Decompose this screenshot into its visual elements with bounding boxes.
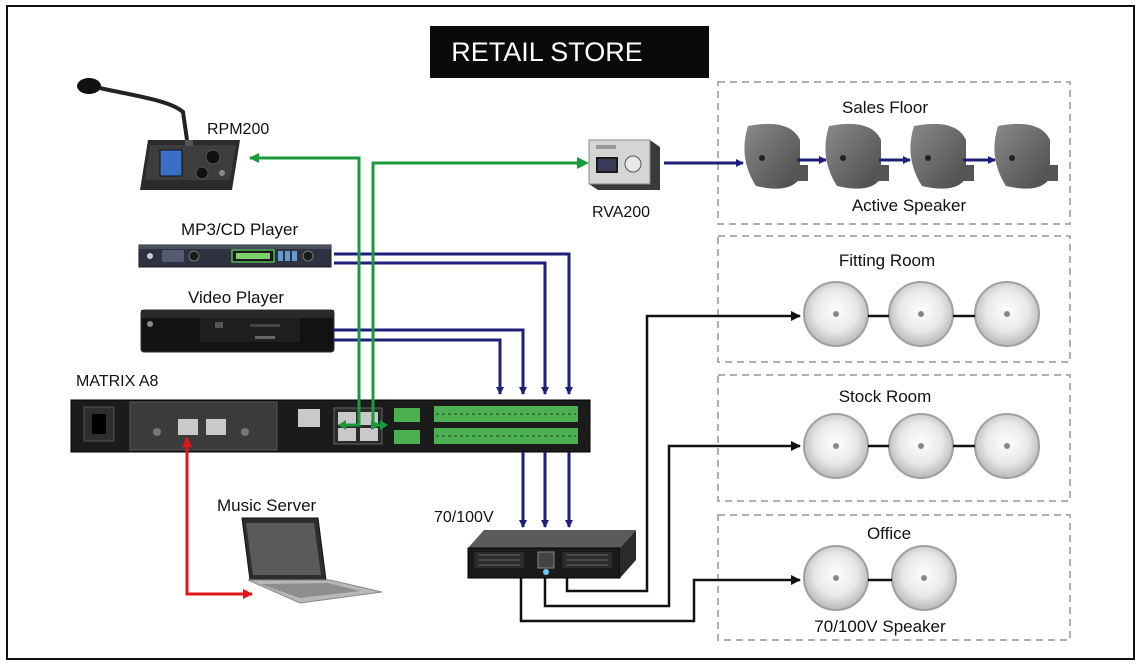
video-player-device xyxy=(140,309,335,353)
zone-label-office: Office xyxy=(867,524,911,543)
active-speaker-group xyxy=(744,123,1058,189)
active-speaker-4 xyxy=(994,123,1058,189)
rpm200-paging-mic-device xyxy=(77,78,240,190)
label-rva200: RVA200 xyxy=(592,204,650,221)
mp3-cd-player-device xyxy=(138,244,332,268)
label-mp3-cd-player: MP3/CD Player xyxy=(181,220,298,239)
matrix-to-amp-lines xyxy=(519,452,573,528)
zone-box-fitting-room xyxy=(717,235,1071,363)
zone-caption-active-speaker: Active Speaker xyxy=(852,196,967,215)
zone-box-office xyxy=(717,514,1071,641)
label-amplifier: 70/100V xyxy=(434,509,494,526)
zone-box-stock-room xyxy=(717,374,1071,502)
rva200-device xyxy=(588,139,660,190)
network-arrow-rva200 xyxy=(577,157,589,169)
active-speaker-1 xyxy=(744,123,808,189)
label-video-player: Video Player xyxy=(188,288,284,307)
fitting-room-speaker-1 xyxy=(803,281,869,347)
label-music-server: Music Server xyxy=(217,496,317,515)
source-audio-lines xyxy=(334,252,573,395)
label-rpm200: RPM200 xyxy=(207,121,269,138)
active-speaker-3 xyxy=(910,123,974,189)
amplifier-70-100v-device xyxy=(467,530,636,579)
network-arrow-matrix-left xyxy=(338,420,346,430)
zone-label-fitting-room: Fitting Room xyxy=(839,251,935,270)
network-lines xyxy=(249,153,584,430)
active-speaker-2 xyxy=(825,123,889,189)
office-speaker-2 xyxy=(891,545,957,611)
matrix-a8-device xyxy=(70,399,591,453)
office-speaker-1 xyxy=(803,545,869,611)
label-matrix-a8: MATRIX A8 xyxy=(76,373,158,390)
page-title: RETAIL STORE xyxy=(451,37,643,67)
network-arrow-matrix-right xyxy=(380,420,388,430)
fitting-room-speaker-2 xyxy=(888,281,954,347)
stock-room-speaker-3 xyxy=(974,413,1040,479)
amp-output-lines xyxy=(519,311,801,623)
speaker-daisy-chain-lines xyxy=(868,314,975,582)
stock-room-speaker-1 xyxy=(803,413,869,479)
zone-label-sales-floor: Sales Floor xyxy=(842,98,928,117)
music-server-laptop xyxy=(241,517,383,604)
fitting-room-speaker-3 xyxy=(974,281,1040,347)
stock-room-speaker-2 xyxy=(888,413,954,479)
zone-caption-70-100v-speaker: 70/100V Speaker xyxy=(814,617,946,636)
zone-box-sales-floor xyxy=(717,81,1071,225)
zone-label-stock-room: Stock Room xyxy=(839,387,932,406)
title-banner: RETAIL STORE xyxy=(430,26,709,78)
dante-network-line xyxy=(182,437,253,599)
